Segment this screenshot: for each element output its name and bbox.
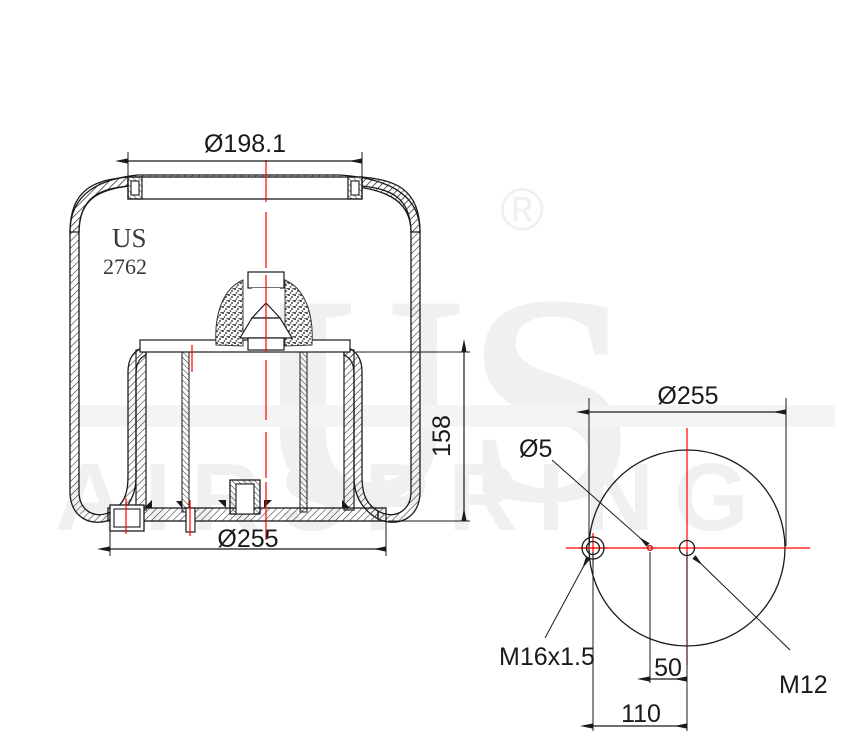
leader-stud: M12 — [692, 555, 828, 699]
watermark-registered-icon: ® — [500, 176, 544, 243]
dimension-top-plate-diameter: Ø198.1 — [115, 130, 363, 182]
top-cover-shell — [69, 174, 421, 233]
leader-vent-hole-text: Ø5 — [519, 435, 552, 463]
part-label-number: 2762 — [103, 254, 147, 279]
piston-right-wall — [343, 349, 355, 511]
leader-air-port: M16x1.5 — [499, 556, 595, 671]
dimension-piston-height-text: 158 — [428, 415, 456, 457]
dimension-plate-diameter-text: Ø255 — [657, 382, 718, 410]
dimension-stud-to-vent-text: 50 — [654, 654, 682, 682]
dimension-stud-to-port: 110 — [580, 552, 688, 731]
leader-air-port-text: M16x1.5 — [499, 643, 595, 671]
piston-top-plate — [139, 339, 351, 353]
part-label: US 2762 — [103, 223, 147, 279]
center-lines-section — [125, 160, 267, 540]
dimension-top-plate-diameter-text: Ø198.1 — [204, 130, 286, 158]
gusset-left — [144, 500, 152, 508]
top-bead-core-right — [350, 180, 360, 196]
piston-rib-left — [181, 351, 190, 513]
part-label-brand: US — [112, 223, 147, 253]
dimension-stud-to-vent: 50 — [637, 552, 688, 683]
dimension-piston-height: 158 — [356, 339, 470, 522]
watermark-brand: AIRSPRING — [55, 444, 768, 551]
piston-left-wall — [135, 349, 147, 511]
vent-hole-circle — [646, 544, 654, 552]
gusset-stud-left — [218, 500, 226, 508]
dimension-piston-diameter-text: Ø255 — [217, 525, 278, 553]
leader-vent-hole: Ø5 — [519, 435, 650, 547]
top-plate — [127, 176, 363, 200]
dimension-piston-diameter: Ø255 — [97, 521, 387, 556]
dimension-plate-diameter: Ø255 — [576, 382, 787, 546]
plan-view: Ø255 Ø5 M16x1.5 M12 50 — [499, 382, 828, 731]
stud-bore — [235, 483, 255, 515]
dimension-stud-to-port-text: 110 — [621, 700, 661, 728]
air-port-bore — [113, 508, 141, 528]
cross-section-view: Ø198.1 158 Ø255 US 2762 — [69, 130, 470, 556]
gusset-vent — [176, 501, 182, 508]
bumper-right-lobe — [284, 279, 313, 347]
leader-stud-text: M12 — [779, 671, 828, 699]
gusset-right — [342, 500, 350, 508]
bumper-left-lobe — [215, 279, 244, 347]
top-bead-core-left — [130, 180, 140, 196]
piston-rib-right — [299, 351, 308, 513]
